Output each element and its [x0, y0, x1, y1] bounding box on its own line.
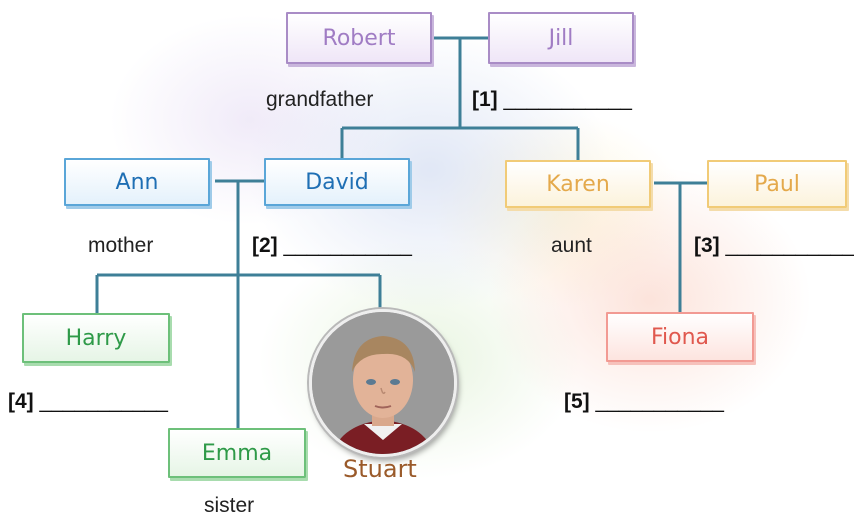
answer-blank-2: [2] ___________ — [252, 234, 412, 258]
person-box-harry: Harry — [22, 313, 170, 363]
person-name-harry: Harry — [65, 325, 127, 351]
blank-line: ___________ — [503, 88, 632, 111]
person-name-stuart: Stuart — [343, 455, 417, 483]
relation-label-ann: mother — [88, 234, 154, 257]
blank-number: [3] — [694, 234, 720, 257]
answer-blank-3: [3] ___________ — [694, 234, 854, 258]
blank-number: [1] — [472, 88, 498, 111]
person-box-robert: Robert — [286, 12, 432, 64]
person-name-paul: Paul — [754, 171, 800, 197]
blank-number: [2] — [252, 234, 278, 257]
person-box-paul: Paul — [707, 160, 847, 208]
person-name-jill: Jill — [548, 25, 574, 51]
person-name-robert: Robert — [322, 25, 396, 51]
person-name-karen: Karen — [546, 171, 610, 197]
person-name-ann: Ann — [115, 169, 159, 195]
blank-number: [4] — [8, 390, 34, 413]
blank-line: ___________ — [725, 234, 854, 257]
answer-blank-4: [4] ___________ — [8, 390, 168, 414]
person-box-emma: Emma — [168, 428, 306, 478]
blank-line: ___________ — [595, 390, 724, 413]
boy-portrait-image — [312, 312, 454, 454]
person-name-fiona: Fiona — [650, 324, 710, 350]
person-box-jill: Jill — [488, 12, 634, 64]
answer-blank-5: [5] ___________ — [564, 390, 724, 414]
stuart-photo — [309, 309, 457, 457]
person-name-emma: Emma — [201, 440, 273, 466]
blank-line: ___________ — [39, 390, 168, 413]
person-box-karen: Karen — [505, 160, 651, 208]
relation-label-karen: aunt — [551, 234, 592, 257]
person-box-ann: Ann — [64, 158, 210, 206]
relation-label-emma: sister — [204, 494, 255, 517]
person-name-david: David — [305, 169, 369, 195]
relation-label-robert: grandfather — [266, 88, 374, 111]
person-box-fiona: Fiona — [606, 312, 754, 362]
person-box-david: David — [264, 158, 410, 206]
answer-blank-1: [1] ___________ — [472, 88, 632, 112]
blank-number: [5] — [564, 390, 590, 413]
blank-line: ___________ — [283, 234, 412, 257]
